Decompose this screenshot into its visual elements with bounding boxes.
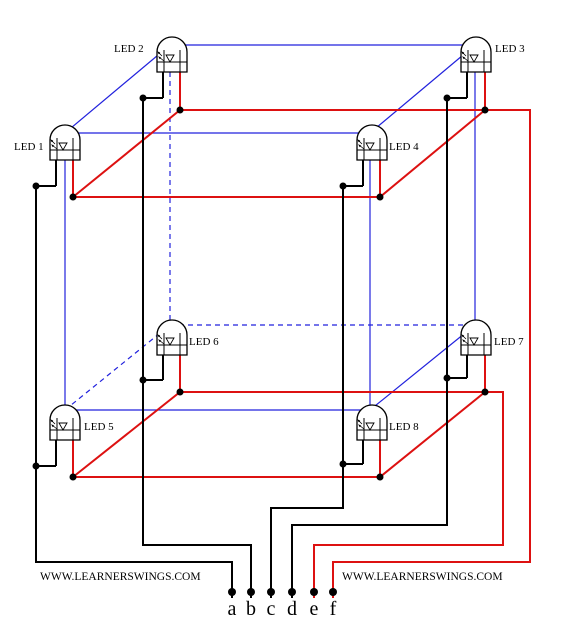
junction-dot [32, 182, 40, 190]
junction-dot [339, 182, 347, 190]
bottom-layer-anode-loop [72, 391, 488, 478]
junction-dot [443, 94, 451, 102]
column-3-wire-to-d [291, 97, 467, 598]
junction-dot [139, 376, 147, 384]
top-layer-anode-wire-to-f [332, 109, 531, 598]
led-8-symbol [356, 404, 388, 441]
terminal-c-label: c [267, 598, 276, 620]
terminal-c-dot [267, 588, 275, 596]
led-5-symbol [49, 404, 81, 441]
led-1-label: LED 1 [14, 141, 44, 153]
junction-dot [481, 106, 489, 114]
bottom-layer-anode-wire-to-e [313, 391, 504, 598]
terminal-e-dot [310, 588, 318, 596]
led-4-label: LED 4 [389, 141, 419, 153]
led-labels: LED 1 LED 2 LED 3 LED 4 LED 5 LED 6 LED … [14, 43, 525, 433]
junction-dot [481, 388, 489, 396]
junction-dot [176, 388, 184, 396]
led-2-label: LED 2 [114, 43, 144, 55]
led-4-symbol [356, 124, 388, 161]
led-6-symbol [156, 319, 188, 356]
terminal-a-label: a [228, 598, 237, 620]
cube-edge [64, 44, 171, 134]
cube-edge-hidden [64, 324, 171, 411]
junction-dot [376, 193, 384, 201]
led-3-symbol [460, 36, 492, 73]
column-1-wire-to-a [35, 185, 233, 598]
terminal-e-label: e [310, 598, 319, 620]
junction-dot [139, 94, 147, 102]
led-6-label: LED 6 [189, 336, 219, 348]
junction-dot [69, 193, 77, 201]
led-1-symbol [49, 124, 81, 161]
junctions [32, 94, 489, 481]
terminal-dots [228, 588, 337, 596]
led-2-symbol [156, 36, 188, 73]
column-4-wire-to-c [270, 185, 363, 598]
terminal-f-label: f [330, 598, 337, 620]
cube-edge [369, 324, 476, 411]
led-7-label: LED 7 [494, 336, 524, 348]
terminal-f-dot [329, 588, 337, 596]
led-8-label: LED 8 [389, 421, 419, 433]
column-2-wire-to-b [142, 97, 252, 598]
terminal-labels: a b c d e f [228, 598, 337, 620]
terminal-d-label: d [287, 598, 297, 620]
terminal-b-dot [247, 588, 255, 596]
top-layer-anode-loop [72, 109, 488, 198]
junction-dot [176, 106, 184, 114]
cube-frame [64, 44, 476, 411]
website-left: WWW.LEARNERSWINGS.COM [40, 571, 201, 583]
terminal-b-label: b [246, 598, 256, 620]
led-3-label: LED 3 [495, 43, 525, 55]
junction-dot [32, 462, 40, 470]
junction-dot [443, 374, 451, 382]
led-7-symbol [460, 319, 492, 356]
junction-dot [376, 473, 384, 481]
terminal-d-dot [288, 588, 296, 596]
junction-dot [339, 460, 347, 468]
led-symbols [49, 36, 492, 441]
website-right: WWW.LEARNERSWINGS.COM [342, 571, 503, 583]
terminal-a-dot [228, 588, 236, 596]
cube-edge [369, 44, 476, 134]
led-5-label: LED 5 [84, 421, 114, 433]
junction-dot [69, 473, 77, 481]
